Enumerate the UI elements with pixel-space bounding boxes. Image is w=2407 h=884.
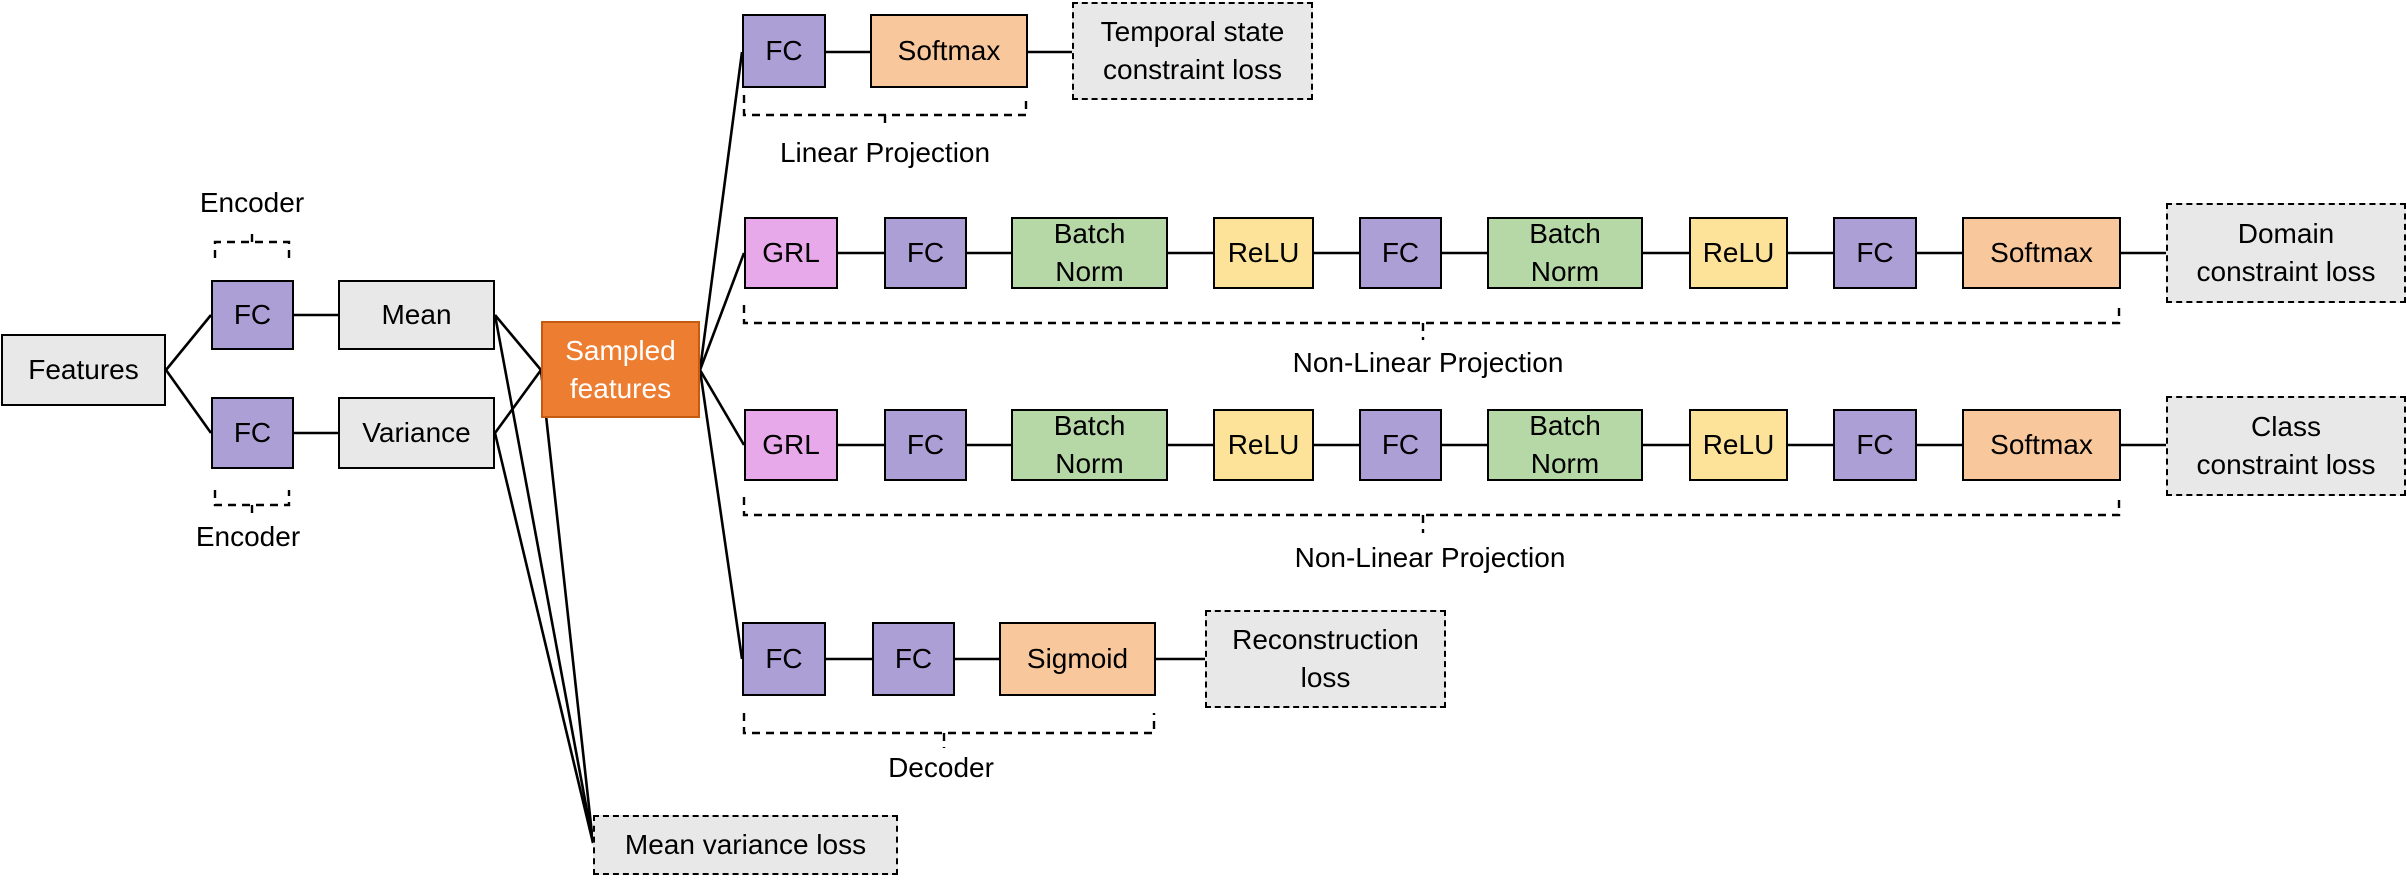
class-fc2-box: FC	[1359, 409, 1442, 481]
variance-box: Variance	[338, 397, 495, 469]
wire-features-fc-bottom	[164, 369, 213, 434]
decoder-brace	[742, 713, 1156, 748]
class-relu2-box: ReLU	[1689, 409, 1788, 481]
wire-mean-loss	[493, 314, 595, 844]
wire-sampled-temporal	[698, 51, 744, 371]
domain-relu2-box: ReLU	[1689, 217, 1788, 289]
mean-box: Mean	[338, 280, 495, 350]
encoder-bottom-brace	[213, 490, 291, 516]
class-softmax-box: Softmax	[1962, 409, 2121, 481]
encoder-top-brace	[213, 232, 291, 258]
encoder-fc-bottom-box: FC	[211, 397, 294, 469]
domain-relu1-box: ReLU	[1213, 217, 1314, 289]
temporal-loss-box: Temporal state constraint loss	[1072, 2, 1313, 100]
class-fc1-box: FC	[884, 409, 967, 481]
class-grl-box: GRL	[744, 409, 838, 481]
temporal-fc-box: FC	[742, 14, 826, 88]
encoder-top-label: Encoder	[199, 187, 305, 218]
decoder-fc1-box: FC	[742, 622, 826, 696]
class-projection-label: Non-Linear Projection	[1294, 542, 1566, 573]
class-projection-brace	[742, 497, 2121, 533]
wire-variance-loss	[493, 432, 595, 844]
linear-projection-brace	[742, 95, 1028, 127]
reconstruction-loss-box: Reconstruction loss	[1205, 610, 1446, 708]
domain-batchnorm1-box: Batch Norm	[1011, 217, 1168, 289]
class-fc3-box: FC	[1833, 409, 1917, 481]
features-box: Features	[1, 334, 166, 406]
temporal-softmax-box: Softmax	[870, 14, 1028, 88]
mean-variance-loss-box: Mean variance loss	[593, 815, 898, 875]
decoder-fc2-box: FC	[872, 622, 955, 696]
domain-loss-box: Domain constraint loss	[2166, 203, 2406, 303]
wire-mean-sampled	[494, 314, 542, 371]
domain-projection-label: Non-Linear Projection	[1292, 347, 1564, 378]
decoder-label: Decoder	[888, 752, 994, 783]
wire-sampled-domain	[698, 252, 746, 371]
linear-projection-label: Linear Projection	[779, 137, 991, 168]
wire-sampled-class	[698, 369, 746, 446]
wire-variance-sampled	[493, 369, 543, 434]
domain-fc1-box: FC	[884, 217, 967, 289]
sampled-features-box: Sampled features	[541, 321, 700, 418]
class-batchnorm2-box: Batch Norm	[1487, 409, 1643, 481]
decoder-sigmoid-box: Sigmoid	[999, 622, 1156, 696]
encoder-bottom-label: Encoder	[195, 521, 301, 552]
class-batchnorm1-box: Batch Norm	[1011, 409, 1168, 481]
encoder-fc-top-box: FC	[211, 280, 294, 350]
domain-softmax-box: Softmax	[1962, 217, 2121, 289]
class-relu1-box: ReLU	[1213, 409, 1314, 481]
wire-sampled-loss	[539, 369, 595, 844]
domain-grl-box: GRL	[744, 217, 838, 289]
wire-sampled-decoder	[698, 369, 744, 660]
domain-batchnorm2-box: Batch Norm	[1487, 217, 1643, 289]
domain-projection-brace	[742, 305, 2121, 340]
domain-fc2-box: FC	[1359, 217, 1442, 289]
class-loss-box: Class constraint loss	[2166, 396, 2406, 496]
domain-fc3-box: FC	[1833, 217, 1917, 289]
wire-features-fc-top	[164, 314, 213, 371]
